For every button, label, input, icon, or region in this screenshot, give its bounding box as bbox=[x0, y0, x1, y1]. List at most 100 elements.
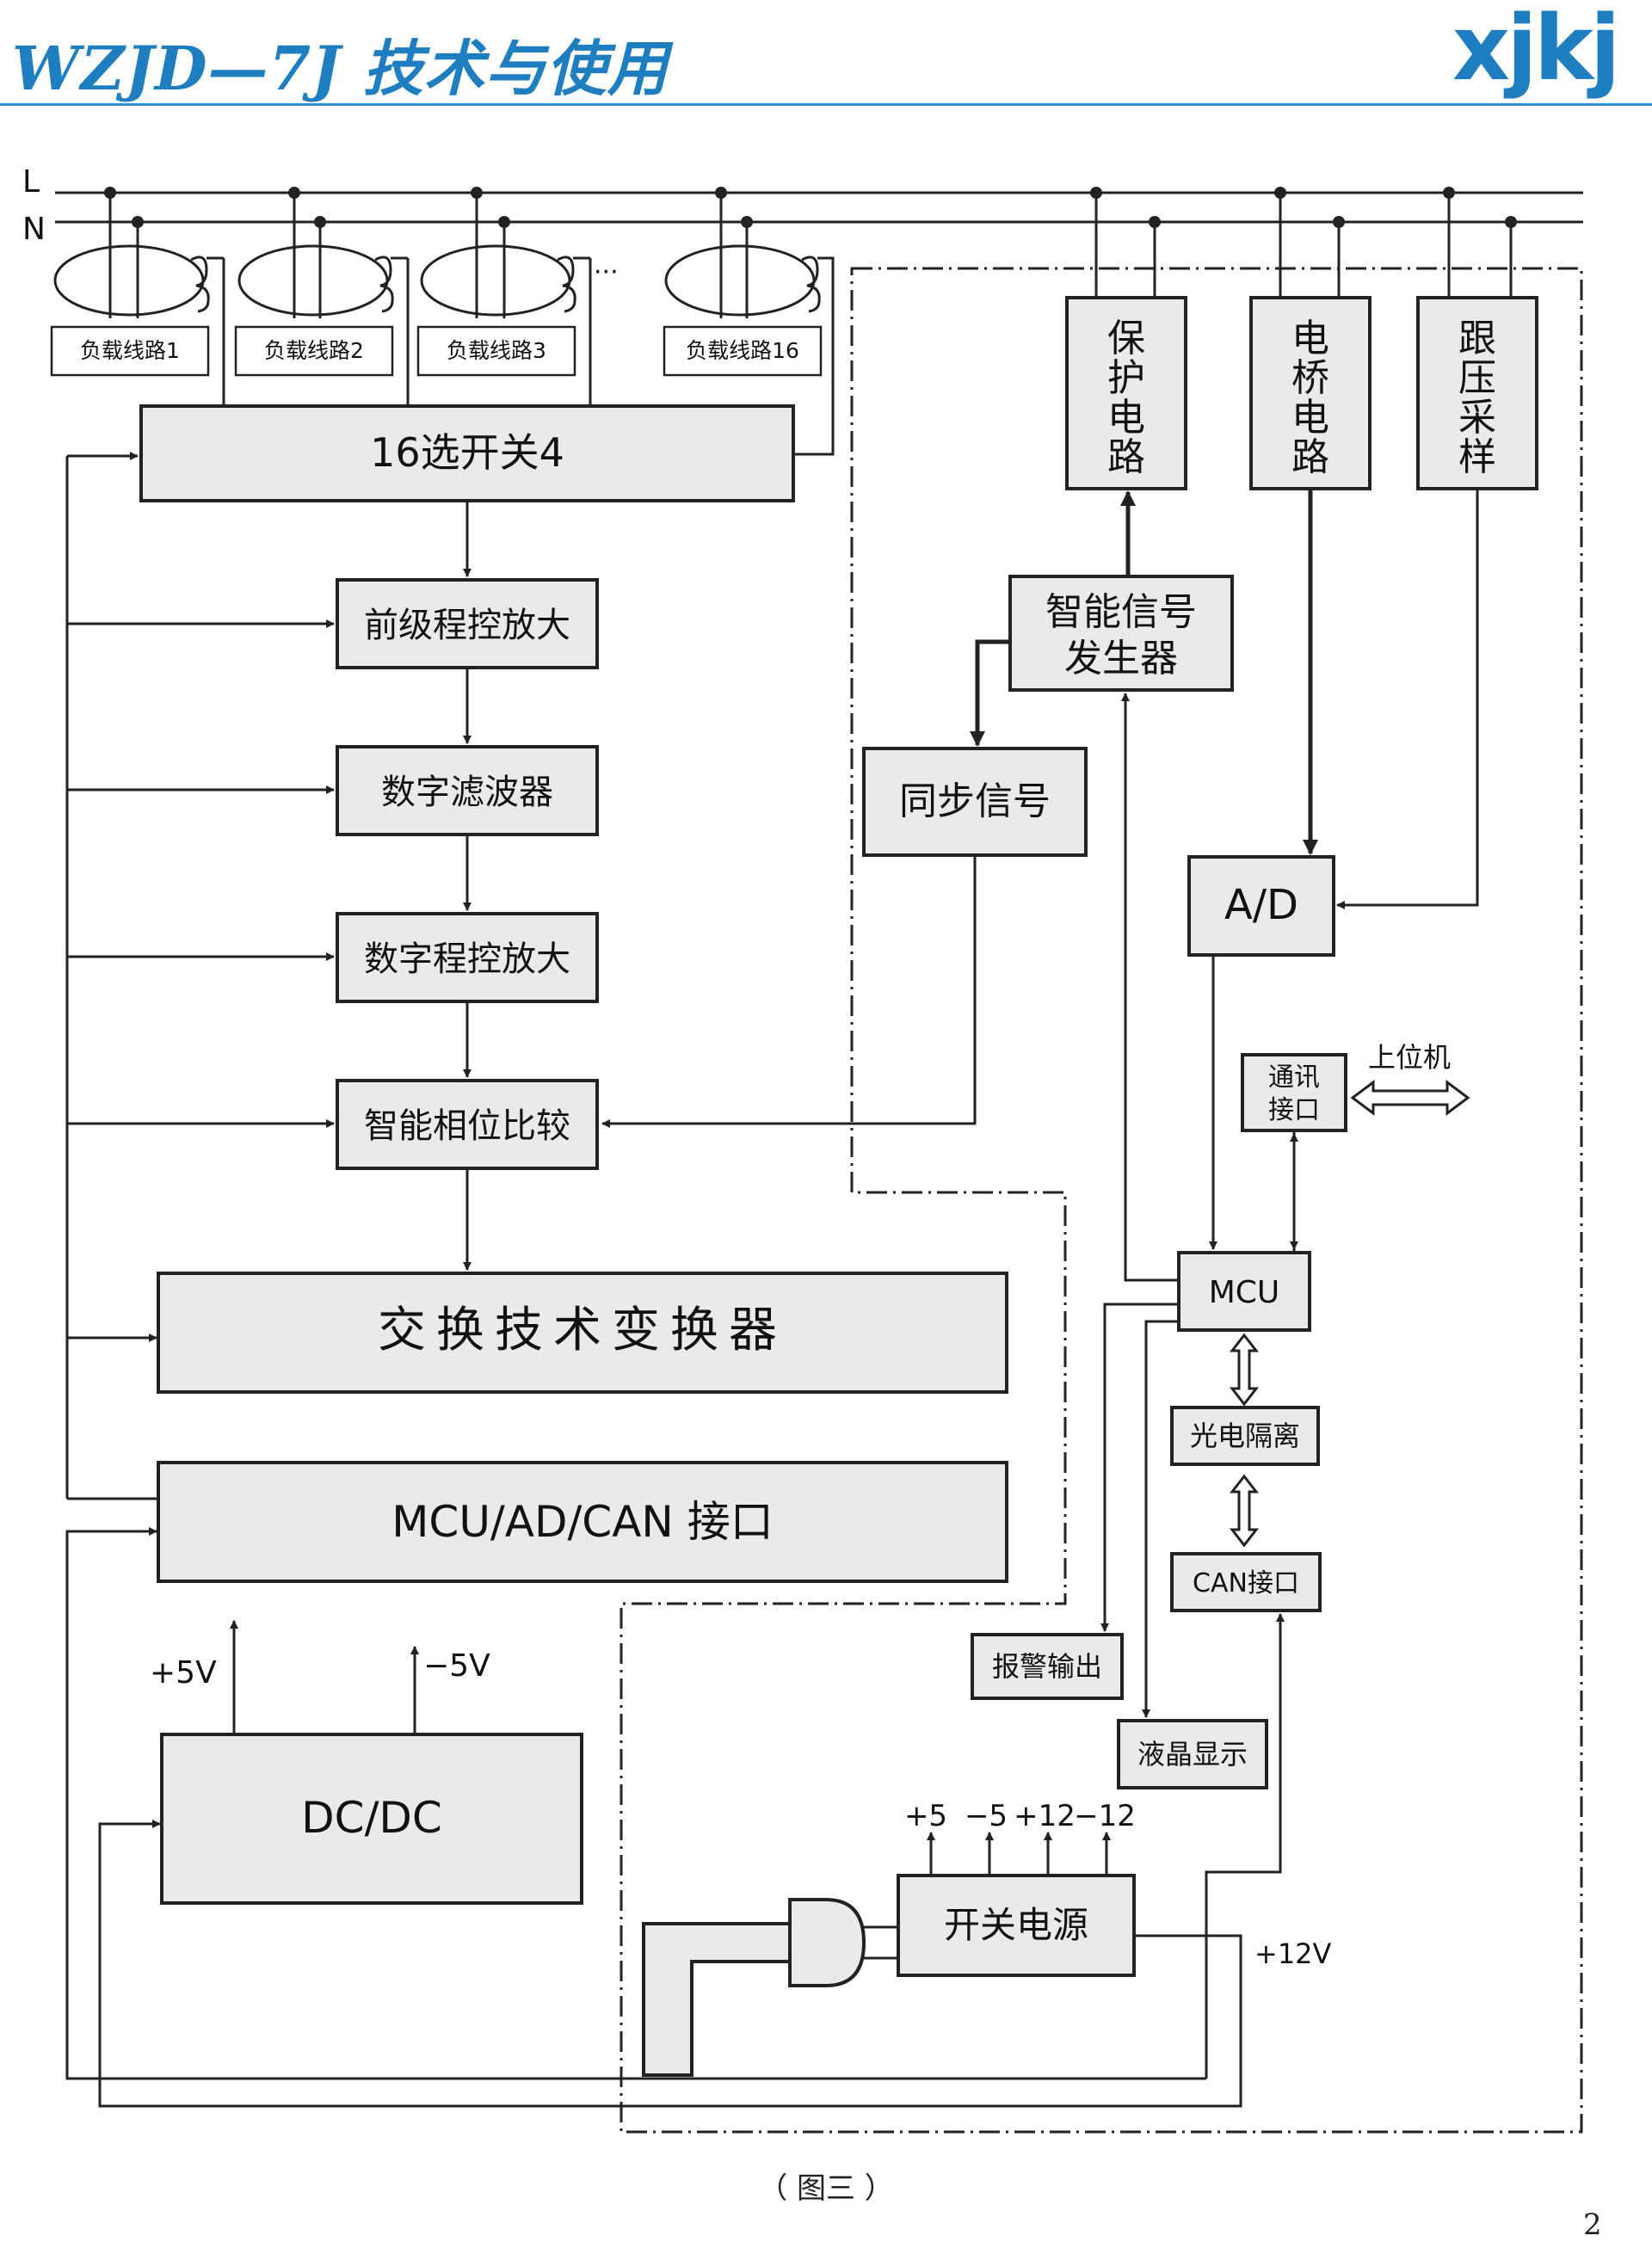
arrow-mcu-to-gen bbox=[1121, 693, 1179, 1282]
dcdc-box bbox=[160, 1733, 583, 1905]
loads-ellipsis: ··· bbox=[594, 257, 619, 287]
load-label-3: 负载线路3 bbox=[447, 338, 546, 363]
ct-ring-16 bbox=[664, 244, 816, 317]
protect-char-2: 护 bbox=[1107, 356, 1145, 400]
arrow-gen-to-sync bbox=[970, 639, 1010, 747]
wire-to-can bbox=[1205, 1613, 1285, 2079]
figure-caption: （ 图三 ） bbox=[758, 2171, 894, 2206]
dcdc-plus5v-label: +5V bbox=[150, 1655, 217, 1691]
line-label-l: L bbox=[22, 164, 40, 200]
selector-switch-box bbox=[139, 404, 795, 502]
lcd-display-label: 液晶显示 bbox=[1137, 1738, 1248, 1771]
line-label-n: N bbox=[22, 212, 46, 247]
digital-filter-label: 数字滤波器 bbox=[381, 773, 553, 812]
selector-switch-label: 16选开关4 bbox=[370, 429, 564, 476]
converter-box bbox=[157, 1272, 1008, 1394]
power-plug-head bbox=[788, 1898, 866, 1987]
brand-logo: xjkj bbox=[1452, 5, 1621, 101]
comm-interface-box bbox=[1241, 1053, 1347, 1132]
psu-output-arrows bbox=[927, 1832, 1111, 1876]
arrow-sampling-to-ad bbox=[1336, 489, 1479, 909]
sampling-char-3: 采 bbox=[1458, 396, 1496, 440]
ct-ring-3 bbox=[420, 244, 571, 317]
arrow-mcu-to-lcd bbox=[1142, 1320, 1179, 1718]
sampling-char-2: 压 bbox=[1458, 356, 1496, 400]
page-number: 2 bbox=[1583, 2208, 1602, 2242]
ad-converter-box bbox=[1187, 855, 1335, 957]
mcu-box bbox=[1177, 1251, 1311, 1332]
mcu-opto-double-arrow bbox=[1229, 1333, 1260, 1407]
psu-out-minus5: −5 bbox=[965, 1799, 1008, 1833]
bridge-char-4: 路 bbox=[1291, 435, 1329, 479]
opto-can-double-arrow bbox=[1229, 1474, 1260, 1548]
sampling-char-1: 跟 bbox=[1458, 317, 1496, 360]
load-box-1 bbox=[50, 325, 210, 377]
ct-ring-2 bbox=[237, 244, 389, 317]
wire-12v-to-dcdc bbox=[98, 1820, 1242, 2108]
protect-char-1: 保 bbox=[1107, 317, 1145, 360]
mcu-ad-can-box bbox=[157, 1461, 1008, 1583]
ct-ring-1 bbox=[53, 244, 205, 317]
can-interface-box bbox=[1170, 1552, 1322, 1612]
mcu-label: MCU bbox=[1209, 1275, 1280, 1310]
bridge-char-2: 桥 bbox=[1291, 356, 1329, 400]
alarm-output-box bbox=[971, 1633, 1124, 1700]
svg-text:xjkj: xjkj bbox=[1452, 5, 1618, 101]
load-label-16: 负载线路16 bbox=[686, 338, 799, 363]
load-box-3 bbox=[416, 325, 576, 377]
arrow-mcu-to-alarm bbox=[1100, 1303, 1179, 1632]
psu-out-plus5: +5 bbox=[904, 1799, 947, 1833]
left-control-bus bbox=[65, 452, 335, 1500]
switching-psu-label: 开关电源 bbox=[944, 1904, 1088, 1946]
current-transformers bbox=[53, 244, 821, 317]
phase-compare-label: 智能相位比较 bbox=[364, 1106, 570, 1146]
bridge-char-1: 电 bbox=[1291, 317, 1329, 360]
bridge-circuit-box bbox=[1249, 296, 1372, 490]
arrow-sync-to-phase bbox=[601, 855, 977, 1128]
phase-compare-box bbox=[336, 1079, 599, 1170]
header-rule bbox=[0, 103, 1652, 106]
load-box-2 bbox=[234, 325, 394, 377]
digital-amp-box bbox=[336, 912, 599, 1003]
host-pc-label: 上位机 bbox=[1368, 1041, 1451, 1074]
smart-signal-label-2: 发生器 bbox=[1064, 637, 1178, 681]
switching-psu-box bbox=[897, 1874, 1136, 1977]
module-boundary bbox=[620, 267, 1583, 2134]
protect-circuit-box bbox=[1065, 296, 1187, 490]
load-label-2: 负载线路2 bbox=[264, 338, 364, 363]
opto-isolation-box bbox=[1170, 1406, 1320, 1466]
preamp-label: 前级程控放大 bbox=[364, 606, 570, 645]
psu-out-minus12: −12 bbox=[1074, 1799, 1136, 1833]
load-box-16 bbox=[663, 325, 823, 377]
protect-char-4: 路 bbox=[1107, 435, 1145, 479]
ct-to-switch-wires bbox=[206, 256, 835, 456]
comm-interface-label-1: 通讯 bbox=[1268, 1062, 1320, 1093]
bridge-char-3: 电 bbox=[1291, 396, 1329, 440]
dcdc-minus5v-label: −5V bbox=[423, 1648, 490, 1684]
dcdc-label: DC/DC bbox=[301, 1793, 442, 1843]
alarm-output-label: 报警输出 bbox=[992, 1650, 1102, 1683]
sync-signal-label: 同步信号 bbox=[899, 779, 1051, 823]
power-plug-cable bbox=[642, 1922, 793, 2077]
page-header: WZJD—7J 技术与使用 xjkj bbox=[0, 0, 1652, 116]
document-title: WZJD—7J 技术与使用 bbox=[12, 33, 669, 104]
smart-signal-label-1: 智能信号 bbox=[1045, 590, 1197, 634]
opto-isolation-label: 光电隔离 bbox=[1190, 1420, 1300, 1452]
converter-label: 交换技术变换器 bbox=[378, 1303, 787, 1358]
wire-to-mcu-ad-can bbox=[65, 1527, 1206, 2080]
mcu-ad-can-label: MCU/AD/CAN 接口 bbox=[391, 1497, 773, 1547]
digital-filter-box bbox=[336, 745, 599, 836]
load-label-1: 负载线路1 bbox=[80, 338, 180, 363]
protect-char-3: 电 bbox=[1107, 396, 1145, 440]
sampling-char-4: 样 bbox=[1458, 435, 1496, 479]
lcd-display-box bbox=[1117, 1719, 1268, 1789]
host-double-arrow bbox=[1350, 1080, 1470, 1116]
digital-amp-label: 数字程控放大 bbox=[364, 939, 570, 979]
can-interface-label: CAN接口 bbox=[1193, 1568, 1299, 1598]
ad-converter-label: A/D bbox=[1224, 881, 1298, 929]
tap-wires bbox=[108, 193, 1513, 318]
smart-signal-generator-box bbox=[1008, 575, 1234, 692]
plus12v-label: +12V bbox=[1254, 1937, 1332, 1970]
comm-interface-label-2: 接口 bbox=[1268, 1095, 1320, 1125]
